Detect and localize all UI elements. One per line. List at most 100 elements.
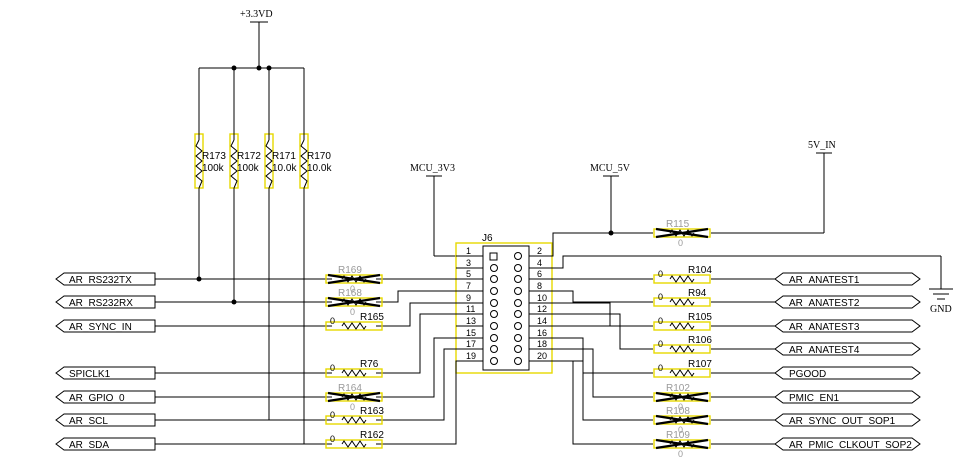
connector-pin-number: 13	[466, 316, 476, 326]
resistor-ref: R109	[666, 430, 690, 441]
net-label-text: AR_SYNC_IN	[69, 322, 132, 333]
net-label-right: AR_ANATEST3	[774, 319, 921, 333]
resistor-value: 0	[678, 402, 683, 412]
net-label-shape	[55, 295, 156, 309]
resistor-zigzag	[669, 298, 695, 306]
connector-pin-pad	[514, 275, 522, 283]
dnp-cross-mark	[327, 391, 381, 403]
resistor-value: 0	[678, 425, 683, 435]
resistor-ref: R164	[338, 383, 362, 394]
resistor-value: 0	[678, 449, 683, 459]
resistor-highlight	[325, 321, 383, 331]
resistor-ref: R76	[360, 359, 379, 370]
resistor-ref: R105	[688, 312, 712, 323]
resistor-highlight	[653, 392, 711, 402]
resistor-ref: R106	[688, 335, 712, 346]
connector-pin-number: 9	[466, 293, 471, 303]
resistor-highlight	[325, 439, 383, 449]
resistor-value: 0	[658, 292, 663, 302]
resistor-highlight	[653, 274, 711, 284]
connector-pin-pad	[490, 310, 498, 318]
resistor-zigzag	[230, 139, 238, 189]
net-label-text: SPICLK1	[69, 369, 111, 380]
connector-pin-number: 20	[537, 351, 547, 361]
gnd-label: GND	[930, 304, 952, 315]
resistor-zigzag	[265, 139, 273, 189]
resistor-highlight	[653, 344, 711, 354]
connector-pin-number: 1	[466, 246, 471, 256]
resistor-highlight	[325, 368, 383, 378]
resistor-highlight	[653, 439, 711, 449]
resistor-value: 100k	[237, 163, 260, 174]
net-label-text: AR_ANATEST3	[789, 322, 860, 333]
connector-pin-pad	[514, 310, 522, 318]
net-label-shape	[55, 366, 156, 380]
net-label-shape	[774, 342, 921, 356]
junction-dot	[231, 299, 237, 305]
connector-pin-number: 19	[466, 351, 476, 361]
net-label-shape	[774, 413, 921, 427]
connector-pin-number: 17	[466, 339, 476, 349]
connector-pin-number: 18	[537, 339, 547, 349]
net-label-shape	[55, 413, 156, 427]
net-label-shape	[774, 295, 921, 309]
net-label-text: AR_SCL	[69, 416, 108, 427]
resistor-zigzag	[669, 322, 695, 330]
resistor-r102: R102 0	[653, 383, 711, 412]
connector-pin-pad	[514, 345, 522, 353]
resistor-zigzag	[669, 275, 695, 283]
net-label-shape	[55, 437, 156, 451]
power-label-mcu-3v3: MCU_3V3	[410, 163, 455, 174]
power-label-5v-in: 5V_IN	[808, 140, 836, 151]
resistor-zigzag	[669, 345, 695, 353]
connector-pin-pad	[514, 264, 522, 272]
net-label-text: PGOOD	[789, 369, 826, 380]
dnp-cross-mark	[655, 391, 709, 403]
resistor-ref: R104	[688, 265, 712, 276]
connector-pin-number: 5	[466, 269, 471, 279]
junction-dot	[256, 65, 262, 71]
net-label-text: AR_RS232RX	[69, 298, 133, 309]
junction-dot	[608, 230, 614, 236]
resistor-highlight	[653, 297, 711, 307]
connector-pin-number: 8	[537, 281, 542, 291]
net-label-shape	[55, 319, 156, 333]
resistor-ref: R172	[237, 151, 261, 162]
net-label-shape	[774, 437, 921, 451]
net-label-shape	[55, 272, 156, 286]
net-label-left: AR_GPIO_0	[55, 390, 156, 404]
resistor-zigzag	[341, 322, 367, 330]
resistor-r109: R109 0	[653, 430, 711, 459]
resistor-highlight	[653, 228, 711, 238]
resistor-ref: R102	[666, 383, 690, 394]
net-label-text: PMIC_EN1	[789, 393, 839, 404]
resistor-ref: R173	[202, 151, 226, 162]
power-mcu-5v: MCU_5V	[590, 163, 631, 233]
connector-pin-number: 3	[466, 258, 471, 268]
resistor-highlight	[653, 415, 711, 425]
net-label-text: AR_ANATEST1	[789, 275, 860, 286]
net-label-shape	[774, 390, 921, 404]
connector-pin-pad	[489, 252, 498, 261]
resistor-value: 0	[330, 316, 335, 326]
resistor-value: 0	[330, 434, 335, 444]
resistor-value: 0	[658, 363, 663, 373]
connector-highlight	[455, 242, 553, 374]
power-mcu-3v3: MCU_3V3	[410, 163, 483, 257]
net-label-left: AR_SDA	[55, 437, 156, 451]
resistor-ref: R94	[688, 288, 707, 299]
connector-pin-pad	[490, 357, 498, 365]
connector-pin-number: 2	[537, 246, 542, 256]
resistor-value: 10.0k	[272, 163, 297, 174]
resistor-zigzag	[300, 139, 308, 189]
connector-pin-pad	[514, 299, 522, 307]
net-label-text: AR_SDA	[69, 440, 109, 451]
net-label-right: AR_SYNC_OUT_SOP1	[774, 413, 921, 427]
dnp-cross-mark	[327, 296, 381, 308]
net-label-text: AR_ANATEST2	[789, 298, 860, 309]
connector-pin-number: 16	[537, 328, 547, 338]
